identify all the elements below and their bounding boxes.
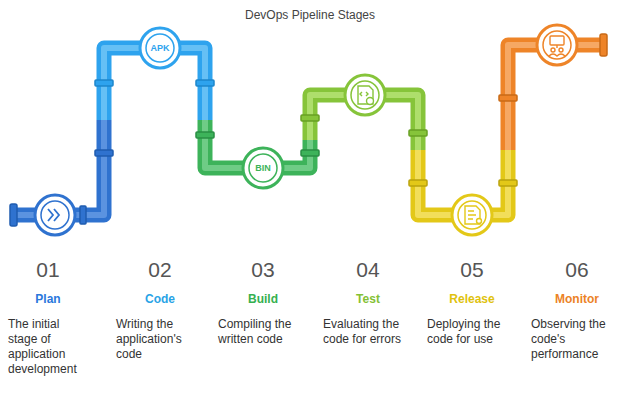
icon-label: APK bbox=[150, 43, 169, 53]
stage-description: Compiling the written code bbox=[218, 317, 310, 347]
stage-name: Plan bbox=[35, 292, 60, 306]
stage-description: Deploying the code for use bbox=[427, 317, 519, 347]
stage-number: 06 bbox=[565, 258, 588, 282]
stage-name: Build bbox=[248, 292, 278, 306]
stage-number: 01 bbox=[36, 258, 59, 282]
stage-name: Code bbox=[145, 292, 175, 306]
stage-name: Test bbox=[356, 292, 380, 306]
stage-name: Monitor bbox=[555, 292, 599, 306]
stage-description: Evaluating the code for errors bbox=[323, 317, 415, 347]
stage-number: 02 bbox=[148, 258, 171, 282]
stage-number: 05 bbox=[460, 258, 483, 282]
stage-name: Release bbox=[449, 292, 494, 306]
icon-label: BIN bbox=[255, 163, 271, 173]
stage-description: Observing the code's performance bbox=[531, 317, 615, 362]
stage-number: 04 bbox=[356, 258, 379, 282]
stage-number: 03 bbox=[251, 258, 274, 282]
stage-description: The initial stage of application develop… bbox=[8, 317, 90, 377]
diagram-title: DevOps Pipeline Stages bbox=[245, 8, 375, 22]
stage-description: Writing the application's code bbox=[116, 317, 206, 362]
